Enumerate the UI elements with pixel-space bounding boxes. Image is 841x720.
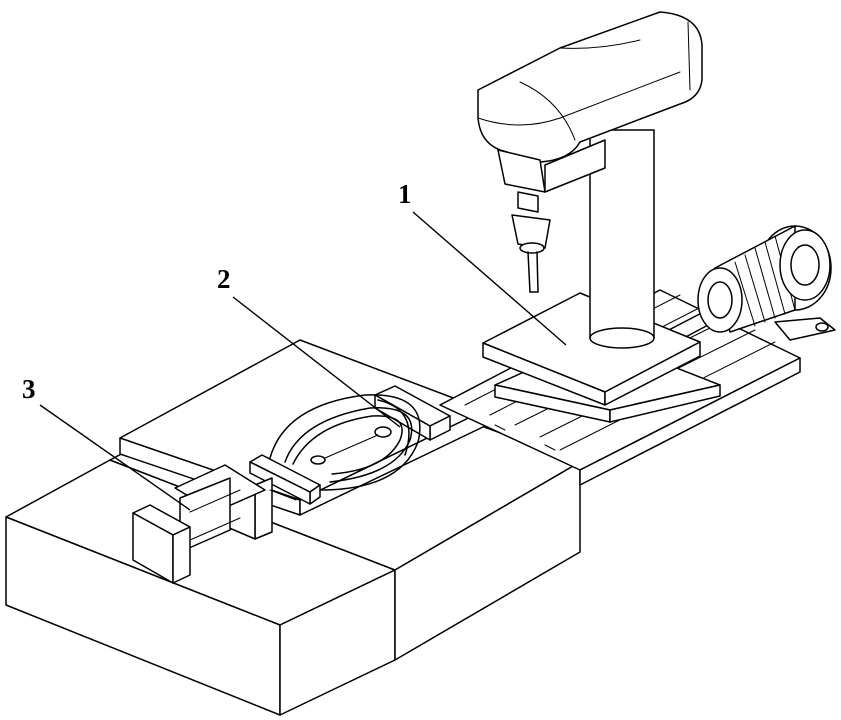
callout-3: 3 bbox=[22, 374, 36, 404]
callout-1: 1 bbox=[398, 179, 412, 209]
motor bbox=[698, 226, 835, 340]
callout-2: 2 bbox=[217, 264, 231, 294]
